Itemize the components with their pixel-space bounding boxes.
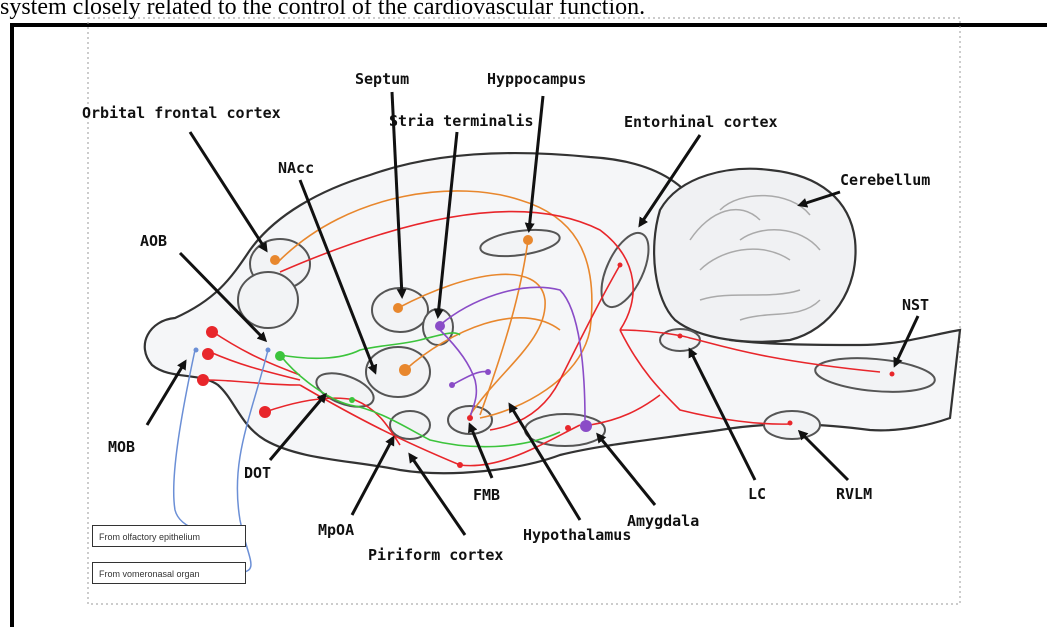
lc-region [659, 328, 701, 352]
label-nst: NST [902, 296, 929, 314]
label-septum: Septum [355, 70, 409, 88]
figure-frame [10, 23, 1047, 627]
label-mpoa: MpOA [318, 521, 354, 539]
mpoa-region [389, 410, 431, 440]
amygdala-region [524, 413, 606, 447]
label-aob: AOB [140, 232, 167, 250]
label-cerebellum: Cerebellum [840, 171, 930, 189]
label-lc: LC [748, 485, 766, 503]
nacc-region [365, 346, 431, 398]
label-hypothalamus: Hypothalamus [523, 526, 631, 544]
label-orbital-frontal-cortex: Orbital frontal cortex [82, 104, 281, 122]
rvlm-region [763, 410, 821, 440]
input-vomeronasal-box: From vomeronasal organ [92, 562, 246, 584]
label-hyppocampus: Hyppocampus [487, 70, 586, 88]
node-dots [193, 235, 895, 468]
label-stria-terminalis: Stria terminalis [389, 112, 534, 130]
cerebellum-folds [689, 194, 821, 321]
label-rvlm: RVLM [836, 485, 872, 503]
label-piriform-cortex: Piriform cortex [368, 546, 503, 564]
frontal-pole-region [237, 271, 299, 329]
label-fmb: FMB [473, 486, 500, 504]
input-olfactory-box: From olfactory epithelium [92, 525, 246, 547]
pointer-arrows [145, 91, 920, 536]
hippocampus-region [479, 228, 561, 258]
entorhinal-region [600, 231, 650, 309]
label-mob: MOB [108, 438, 135, 456]
label-entorhinal-cortex: Entorhinal cortex [624, 113, 778, 131]
label-amygdala: Amygdala [627, 512, 699, 530]
orange-pathways [277, 190, 593, 419]
nst-region [814, 357, 936, 393]
label-dot: DOT [244, 464, 271, 482]
figure-caption: system closely related to the control of… [0, 0, 646, 20]
image-border [87, 17, 961, 605]
label-nacc: NAcc [278, 159, 314, 177]
